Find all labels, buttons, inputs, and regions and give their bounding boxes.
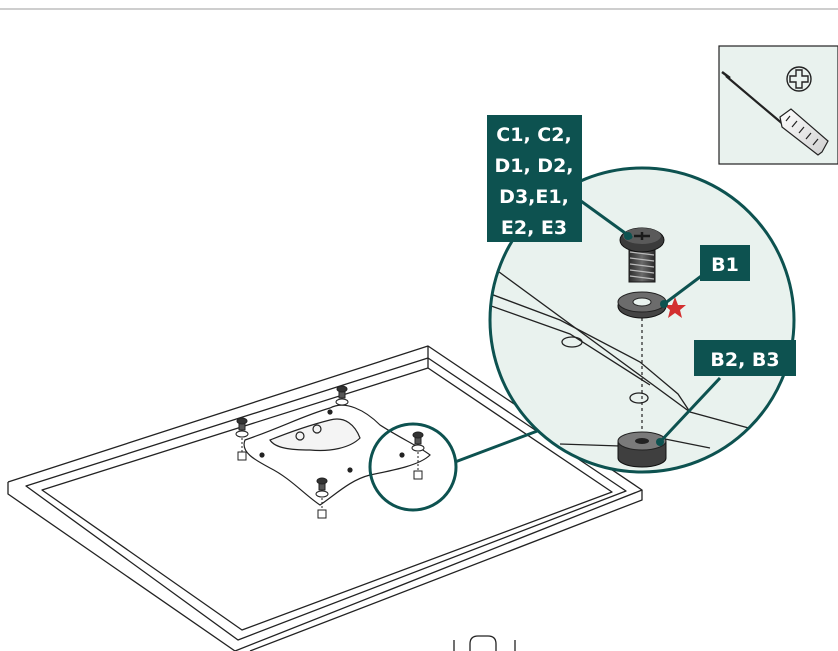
callout-spacer: B2, B3 <box>694 340 796 376</box>
callout-washer-label: B1 <box>711 254 739 276</box>
phillips-screwdriver-icon <box>721 71 829 156</box>
partial-figure-bottom <box>453 635 516 651</box>
detail-highlight-circle <box>368 422 458 512</box>
detail-leader-line <box>454 428 541 464</box>
callout-screws-line: D3,E1, <box>499 186 569 208</box>
screw-stack <box>315 477 329 519</box>
spacer-leader-line <box>658 376 722 444</box>
callout-screws-line: E2, E3 <box>501 217 567 239</box>
callout-screws-line: D1, D2, <box>494 155 573 177</box>
washer-leader-line <box>663 272 705 306</box>
plate-screws <box>235 385 425 519</box>
screw-part <box>619 227 665 283</box>
spacer-part <box>617 431 667 468</box>
screw-leader-dot <box>624 232 632 240</box>
washer-leader-dot <box>660 300 668 308</box>
callout-screws: C1, C2, D1, D2, D3,E1, E2, E3 <box>487 115 582 242</box>
washer-part <box>617 291 667 319</box>
tool-box <box>718 45 838 165</box>
vesa-bracket-plate <box>243 404 431 506</box>
callout-washer: B1 <box>700 245 750 281</box>
screw-leader-line <box>573 194 633 240</box>
screw-stack <box>335 385 349 406</box>
star-marker <box>664 297 686 318</box>
callout-screws-line: C1, C2, <box>496 124 571 146</box>
screw-stack <box>411 431 425 480</box>
screw-stack <box>235 417 249 461</box>
spacer-leader-dot <box>656 438 664 446</box>
phillips-head-symbol <box>786 66 812 92</box>
callout-spacer-label: B2, B3 <box>710 349 779 371</box>
